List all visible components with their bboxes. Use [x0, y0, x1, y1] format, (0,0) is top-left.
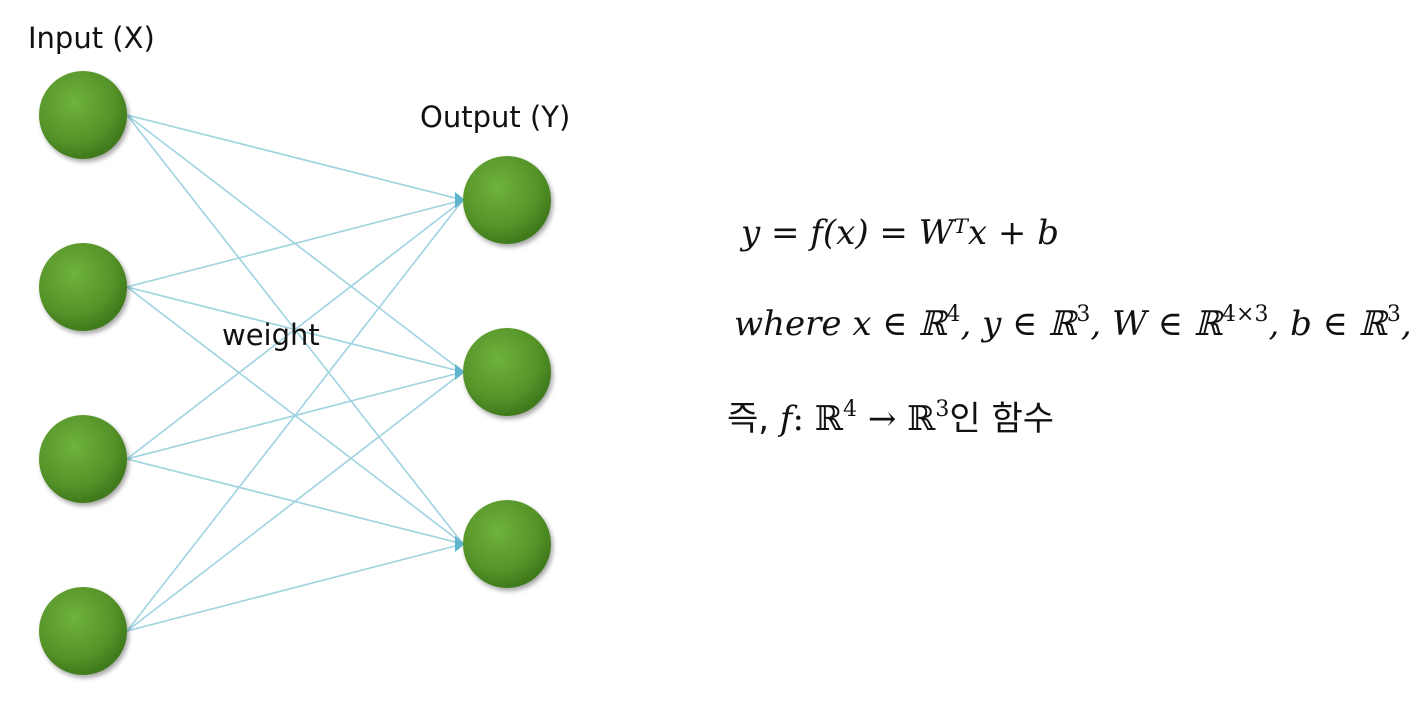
input-node: [39, 71, 127, 159]
weight-edge: [126, 199, 464, 460]
equation-linear-function: y = f(x) = Wᵀx + b: [741, 216, 1059, 250]
y-domain: , y ∈ ℝ3: [960, 302, 1091, 344]
arrowheads: [455, 192, 465, 552]
arrowhead-marker: [455, 192, 465, 208]
equation-function-mapping: 즉, f: ℝ4 → ℝ3인 함수: [727, 397, 1055, 439]
weight-label: weight: [222, 318, 320, 352]
korean-prefix: 즉,: [727, 399, 780, 439]
equation-domain-definitions: where x ∈ ℝ4, y ∈ ℝ3, W ∈ ℝ4×3, b ∈ ℝ3,: [734, 302, 1412, 344]
equation-line1-text: y = f(x) = Wᵀx + b: [741, 213, 1059, 253]
weight-edge: [126, 199, 464, 288]
output-node: [463, 500, 551, 588]
output-label: Output (Y): [420, 100, 571, 134]
arrowhead-marker: [455, 364, 465, 380]
where-text: where: [734, 304, 842, 344]
input-label: Input (X): [28, 21, 155, 55]
output-node: [463, 328, 551, 416]
weight-edge: [126, 543, 464, 632]
weight-edge: [126, 199, 464, 632]
input-node: [39, 243, 127, 331]
input-node: [39, 415, 127, 503]
weight-connections: [126, 114, 464, 632]
x-domain: x ∈ ℝ4: [852, 302, 961, 344]
korean-suffix: 인 함수: [949, 399, 1055, 439]
output-node: [463, 156, 551, 244]
weight-edge: [126, 371, 464, 632]
weight-edge: [126, 114, 464, 201]
b-domain: , b ∈ ℝ3: [1268, 302, 1401, 344]
arrowhead-marker: [455, 536, 465, 552]
nodes: [39, 71, 551, 675]
input-node: [39, 587, 127, 675]
w-domain: , W ∈ ℝ4×3: [1090, 302, 1269, 344]
